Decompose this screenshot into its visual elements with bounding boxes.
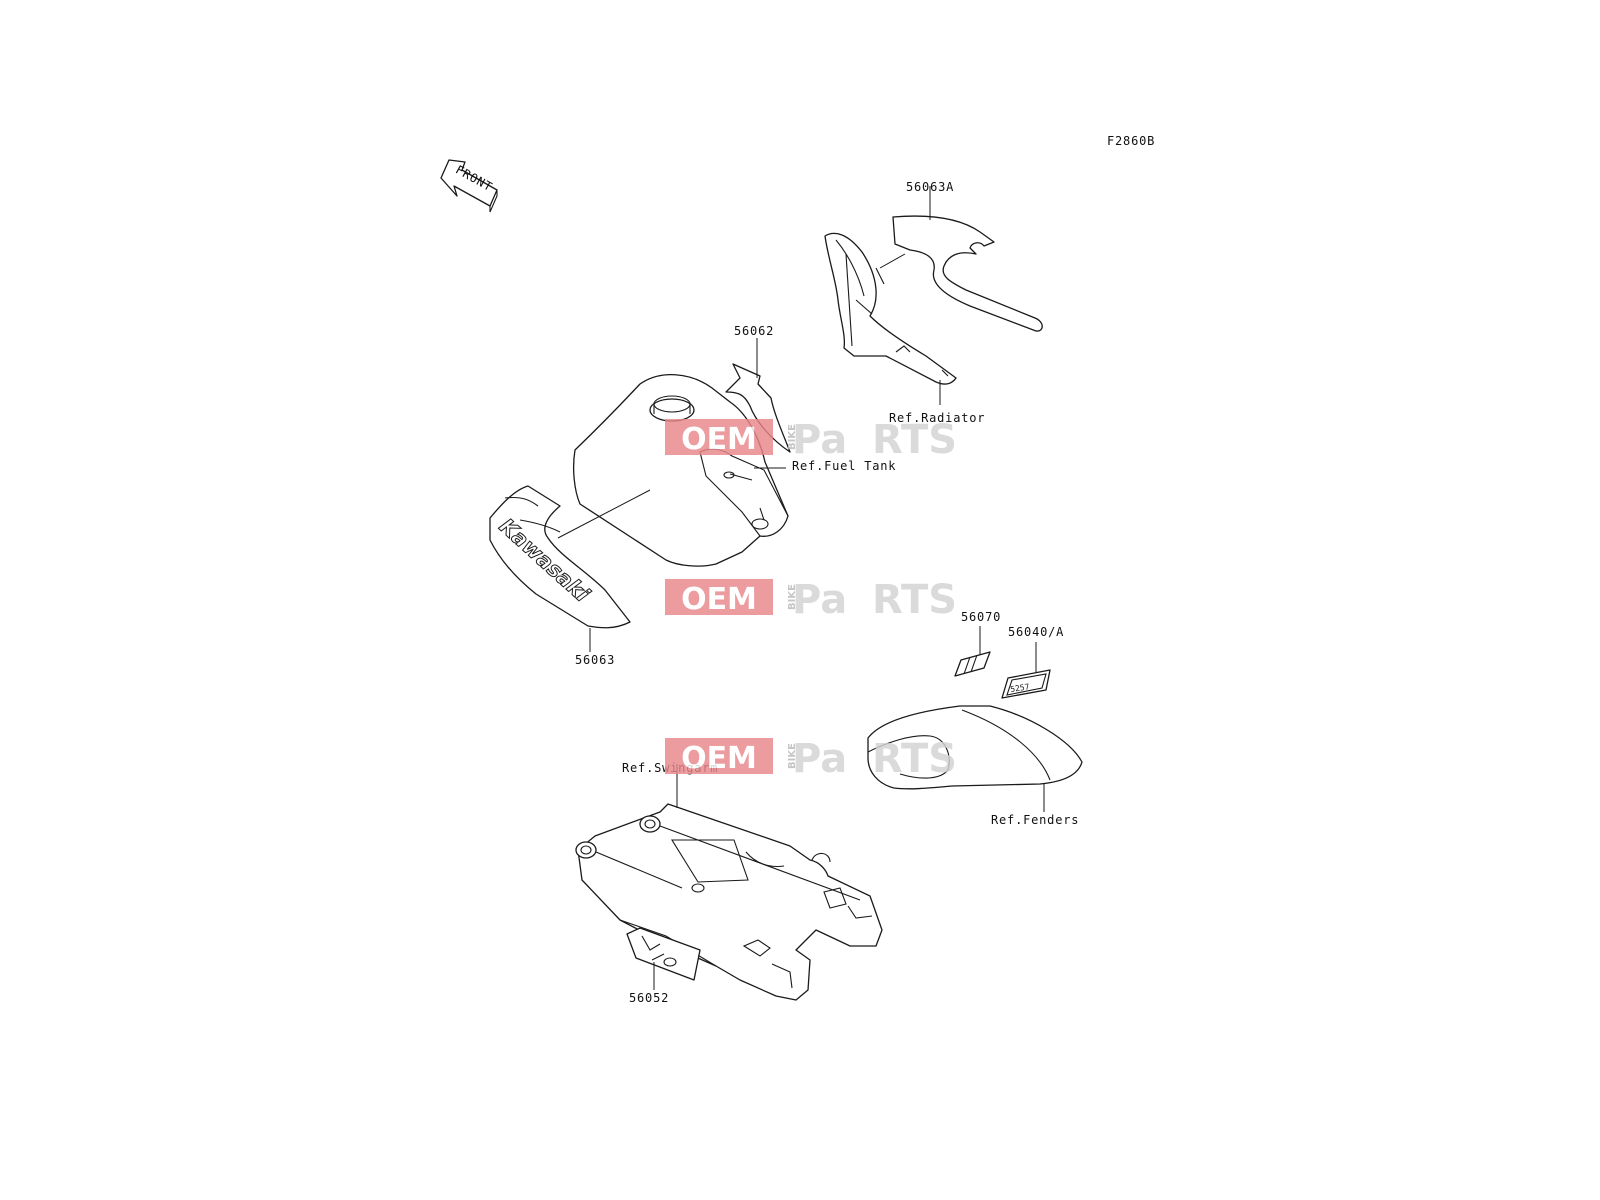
svg-text:RTS: RTS	[872, 417, 957, 463]
callout-56063[interactable]: 56063	[575, 653, 615, 667]
svg-text:Pa: Pa	[792, 736, 847, 782]
svg-text:RTS: RTS	[872, 577, 957, 623]
callout-ref-fuel-tank[interactable]: Ref.Fuel Tank	[792, 459, 896, 473]
svg-text:Pa: Pa	[792, 417, 847, 463]
callout-ref-radiator[interactable]: Ref.Radiator	[889, 411, 985, 425]
svg-text:5257: 5257	[1010, 682, 1031, 694]
svg-text:OEM: OEM	[681, 741, 757, 776]
callout-56052[interactable]: 56052	[629, 991, 669, 1005]
decal-56052[interactable]	[626, 927, 701, 990]
decal-56063A[interactable]	[879, 186, 1043, 332]
watermark-oembikeparts-1: OEM BIKE Pa RTS	[665, 417, 957, 463]
svg-text:OEM: OEM	[681, 582, 757, 617]
svg-text:BIKE: BIKE	[787, 584, 798, 610]
callout-56063A[interactable]: 56063A	[906, 180, 954, 194]
svg-text:BIKE: BIKE	[787, 424, 798, 450]
svg-text:BIKE: BIKE	[787, 743, 798, 769]
callout-56070[interactable]: 56070	[961, 610, 1001, 624]
figure-code: F2860B	[1107, 134, 1155, 148]
swingarm	[575, 764, 883, 1001]
radiator-shroud	[824, 232, 957, 385]
decal-56070[interactable]	[954, 626, 991, 677]
watermark-oembikeparts-3: OEM BIKE Pa RTS	[665, 736, 957, 782]
watermark-oembikeparts-2: OEM BIKE Pa RTS	[665, 577, 957, 623]
callout-56040A[interactable]: 56040/A	[1008, 625, 1064, 639]
callout-56062[interactable]: 56062	[734, 324, 774, 338]
svg-text:OEM: OEM	[681, 422, 757, 457]
callout-ref-fenders[interactable]: Ref.Fenders	[991, 813, 1079, 827]
rear-fender	[867, 705, 1083, 812]
front-arrow-icon: FRONT	[440, 159, 498, 213]
decal-56040A[interactable]: 5257	[1001, 642, 1051, 699]
svg-text:Pa: Pa	[792, 577, 847, 623]
svg-text:RTS: RTS	[872, 736, 957, 782]
